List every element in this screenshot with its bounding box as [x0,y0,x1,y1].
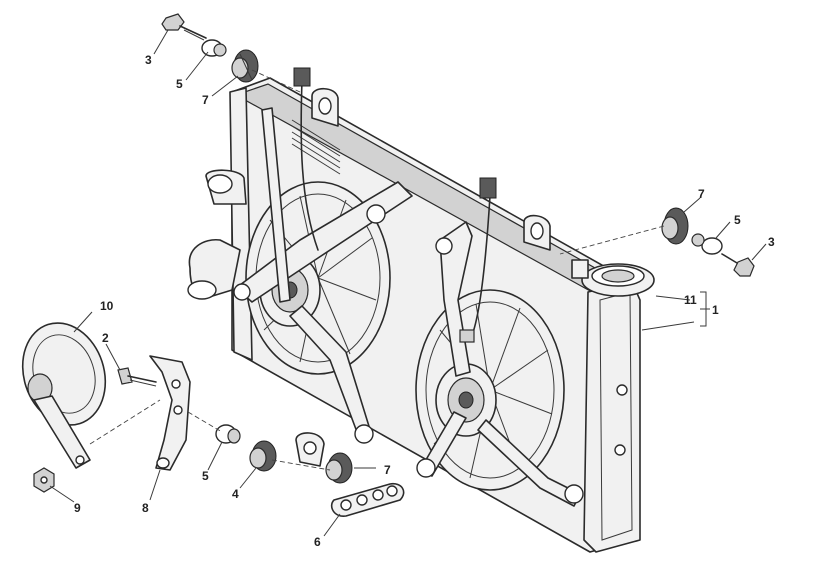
leader-lines [49,29,767,537]
callout-9: 9 [74,501,81,515]
callout-5-right: 5 [734,213,741,227]
callout-2: 2 [102,331,109,345]
callout-8: 8 [142,501,149,515]
callout-7-right: 7 [698,187,705,201]
spacer-right [691,233,723,255]
bolt-top [161,13,207,41]
grommet-bottom [325,452,353,484]
mounting-plate [330,482,405,517]
nut-horn [33,467,55,493]
callouts: 3 5 7 7 5 3 11 1 10 2 5 4 7 8 9 6 [74,53,775,549]
callout-4: 4 [232,487,239,501]
bolt-right [721,253,755,277]
callout-5-bottom: 5 [202,469,209,483]
grommet-bottom-left [249,440,277,472]
grommet-top [231,49,259,83]
fan-right [415,177,584,507]
callout-7-top: 7 [202,93,209,107]
radiator-inlet [187,169,247,300]
callout-5-top: 5 [176,77,183,91]
bolt-horn [117,367,157,387]
horn [21,322,107,469]
callout-1: 1 [712,303,719,317]
callout-6: 6 [314,535,321,549]
callout-11: 11 [684,293,697,307]
spacer-top [201,39,227,57]
callout-10: 10 [100,299,114,313]
horn-bracket [149,355,191,471]
radiator-fins [291,119,341,175]
callout-3-right: 3 [768,235,775,249]
filler-cap [571,259,655,297]
fan-left [233,67,413,444]
grommet-right [661,207,689,245]
spacer-bottom [215,424,241,444]
callout-3-top: 3 [145,53,152,67]
callout-7-bottom: 7 [384,463,391,477]
